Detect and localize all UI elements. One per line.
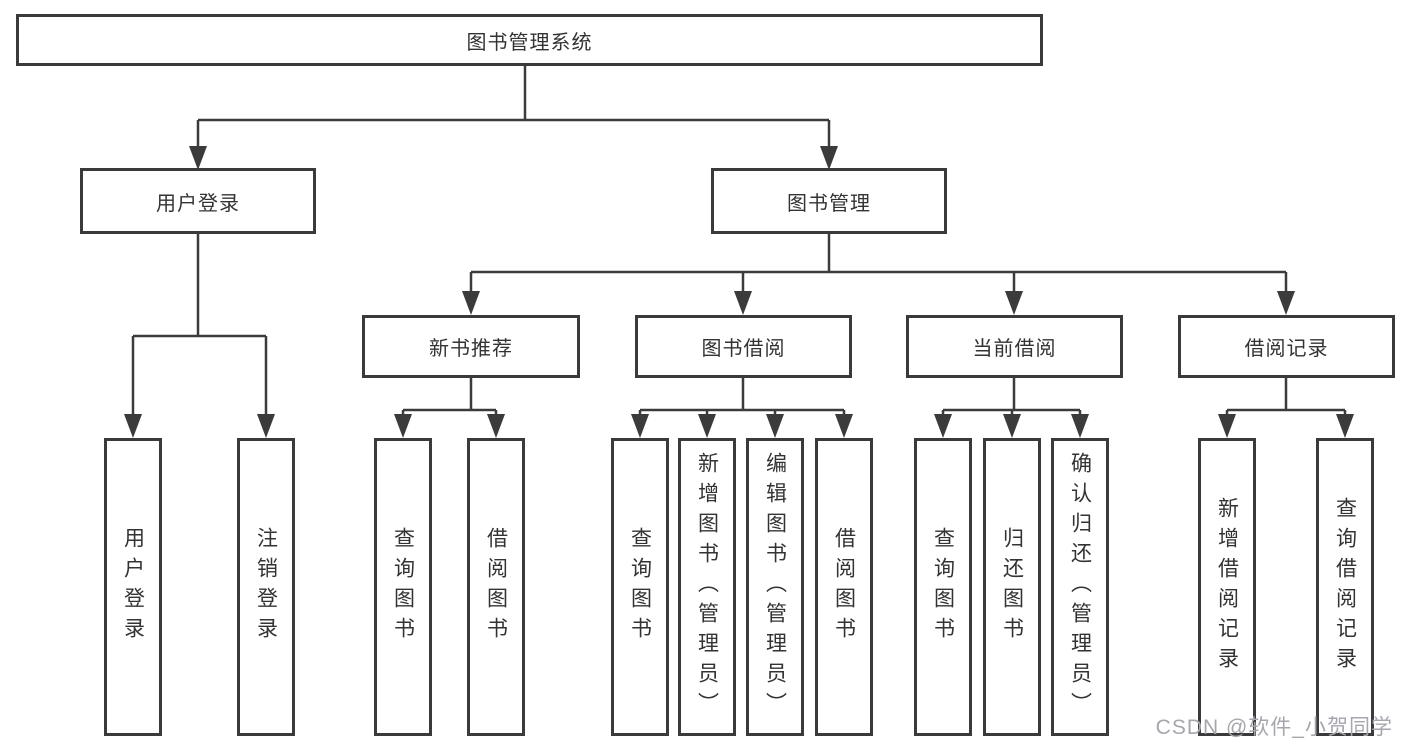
node-user-login: 用户登录 [80, 168, 316, 234]
leaf-logout: 注销登录 [237, 438, 295, 736]
leaf-borrow-books: 借阅图书 [815, 438, 873, 736]
node-label: 查询图书 [628, 527, 652, 647]
node-label: 查询图书 [931, 527, 955, 647]
leaf-add-borrow-record: 新增借阅记录 [1198, 438, 1256, 736]
leaf-confirm-return-admin: 确认归还（管理员） [1051, 438, 1109, 736]
node-root: 图书管理系统 [16, 14, 1043, 66]
leaf-query-books-borrow: 查询图书 [611, 438, 669, 736]
node-label: 查询图书 [391, 527, 415, 647]
connector-currentborrow-to-children [934, 378, 1089, 438]
node-label: 借阅图书 [484, 527, 508, 647]
connector-borrowrecords-to-children [1218, 378, 1354, 438]
leaf-return-books: 归还图书 [983, 438, 1041, 736]
connector-bookmgmt-to-children [462, 234, 1295, 315]
node-label: 用户登录 [156, 192, 240, 215]
leaf-query-borrow-record: 查询借阅记录 [1316, 438, 1374, 736]
node-label: 借阅记录 [1244, 338, 1329, 360]
node-label: 归还图书 [1000, 527, 1024, 647]
leaf-edit-books-admin: 编辑图书（管理员） [746, 438, 804, 736]
node-book-management: 图书管理 [711, 168, 947, 234]
node-label: 新增图书（管理员） [695, 452, 719, 722]
node-label: 图书借阅 [701, 338, 786, 360]
node-label: 当前借阅 [972, 338, 1057, 360]
node-borrow-records: 借阅记录 [1178, 315, 1395, 378]
node-label: 图书管理 [787, 192, 871, 215]
node-label: 查询借阅记录 [1333, 497, 1357, 677]
leaf-borrow-books-recommend: 借阅图书 [467, 438, 525, 736]
connector-root-to-level2 [189, 66, 838, 170]
node-label: 编辑图书（管理员） [763, 452, 787, 722]
leaf-add-books-admin: 新增图书（管理员） [678, 438, 736, 736]
node-label: 图书管理系统 [466, 31, 593, 54]
leaf-query-books-recommend: 查询图书 [374, 438, 432, 736]
leaf-user-login: 用户登录 [104, 438, 162, 736]
node-label: 新书推荐 [429, 338, 513, 360]
node-label: 注销登录 [254, 527, 278, 647]
node-label: 借阅图书 [832, 527, 856, 647]
node-new-book-recommend: 新书推荐 [362, 315, 580, 378]
node-current-borrow: 当前借阅 [906, 315, 1123, 378]
connector-userlogin-to-children [124, 234, 275, 438]
csdn-watermark: CSDN @软件_小贺同学 [1155, 716, 1393, 739]
connector-newbooks-to-children [394, 378, 505, 438]
node-book-borrow: 图书借阅 [635, 315, 852, 378]
node-label: 确认归还（管理员） [1068, 452, 1092, 722]
node-label: 新增借阅记录 [1215, 497, 1239, 677]
connector-bookborrow-to-children [631, 378, 853, 438]
node-label: 用户登录 [121, 527, 145, 647]
leaf-query-books-current: 查询图书 [914, 438, 972, 736]
